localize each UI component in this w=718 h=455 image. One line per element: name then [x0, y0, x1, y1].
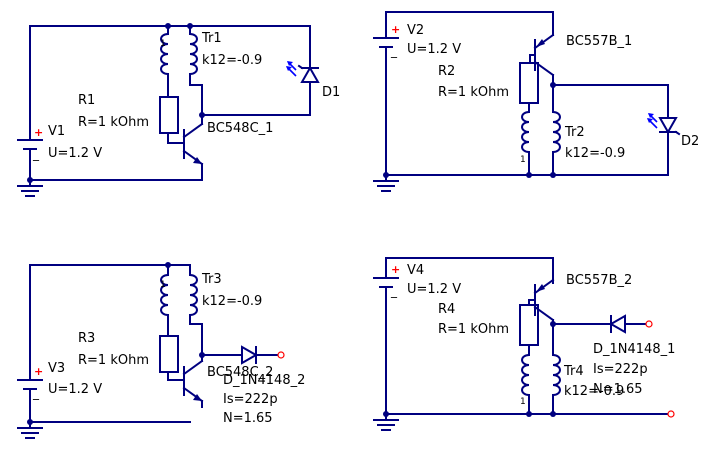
battery-v1: + _ [17, 126, 43, 161]
source-name: V3 [48, 361, 65, 376]
port-terminal [667, 410, 675, 418]
source-value: U=1.2 V [48, 146, 102, 161]
pin-label: 1 [160, 39, 166, 49]
transformer-name: Tr4 [563, 364, 584, 379]
battery-v3: + _ [17, 365, 43, 400]
diode-name: D_1N4148_2 [223, 373, 305, 388]
transformer-value: k12=-0.9 [564, 384, 624, 399]
plus-sign: + [391, 23, 400, 36]
pin-label: 1 [520, 155, 526, 165]
led-d1 [286, 61, 320, 83]
source-name: V1 [48, 124, 65, 139]
diode-name: D_1N4148_1 [593, 342, 675, 357]
diode-is: Is=222p [593, 362, 648, 377]
plus-sign: + [34, 126, 43, 139]
source-name: V2 [407, 23, 424, 38]
pin-label: 1 [160, 280, 166, 290]
diode-d-1n4148-2 [241, 345, 285, 365]
circuit-1: + _ 1 [17, 23, 340, 197]
diode-name: D1 [322, 85, 340, 100]
circuit-2: + _ 1 [373, 11, 699, 192]
pin-label: 1 [520, 397, 526, 407]
transformer-name: Tr2 [564, 125, 585, 140]
transistor-name: BC548C_1 [207, 121, 273, 136]
transformer-name: Tr3 [201, 272, 222, 287]
diode-d-1n4148-1 [608, 314, 653, 334]
transistor-name: BC557B_2 [566, 273, 632, 288]
circuit-4: + _ 1 Tr4 k12=-0.9 R4 [373, 257, 675, 431]
minus-sign: _ [32, 386, 40, 400]
resistor-value: R=1 kOhm [78, 353, 149, 368]
resistor-name: R4 [438, 302, 455, 317]
resistor-value: R=1 kOhm [438, 322, 509, 337]
source-value: U=1.2 V [407, 282, 461, 297]
source-value: U=1.2 V [407, 42, 461, 57]
minus-sign: _ [390, 44, 398, 58]
transistor-name: BC548C_2 [207, 365, 273, 380]
resistor-value: R=1 kOhm [78, 115, 149, 130]
circuit-3: + _ 1 Tr3 k12=-0.9 [17, 262, 305, 439]
transformer-name: Tr1 [201, 31, 222, 46]
transformer-value: k12=-0.9 [565, 146, 625, 161]
resistor-name: R1 [78, 93, 95, 108]
transistor-bc557b-2 [528, 278, 555, 322]
minus-sign: _ [32, 147, 40, 161]
diode-name: D2 [681, 134, 699, 149]
transistor-bc548c-2 [182, 354, 204, 408]
port-terminal [277, 351, 285, 359]
transistor-bc548c-1 [182, 114, 204, 181]
battery-v4: + _ [373, 263, 400, 298]
plus-sign: + [391, 263, 400, 276]
diode-n: N=1.65 [593, 382, 643, 397]
transformer-value: k12=-0.9 [202, 294, 262, 309]
transistor-bc557b-1 [529, 33, 555, 77]
plus-sign: + [34, 365, 43, 378]
led-d2 [647, 113, 681, 141]
transformer-value: k12=-0.9 [202, 53, 262, 68]
minus-sign: _ [390, 284, 398, 298]
port-terminal [645, 320, 653, 328]
transistor-name: BC557B_1 [566, 34, 632, 49]
source-value: U=1.2 V [48, 382, 102, 397]
diode-is: Is=222p [223, 392, 278, 407]
resistor-name: R3 [78, 331, 95, 346]
diode-n: N=1.65 [223, 411, 273, 426]
resistor-value: R=1 kOhm [438, 85, 509, 100]
source-name: V4 [407, 263, 424, 278]
battery-v2: + _ [373, 23, 400, 58]
resistor-name: R2 [438, 64, 455, 79]
